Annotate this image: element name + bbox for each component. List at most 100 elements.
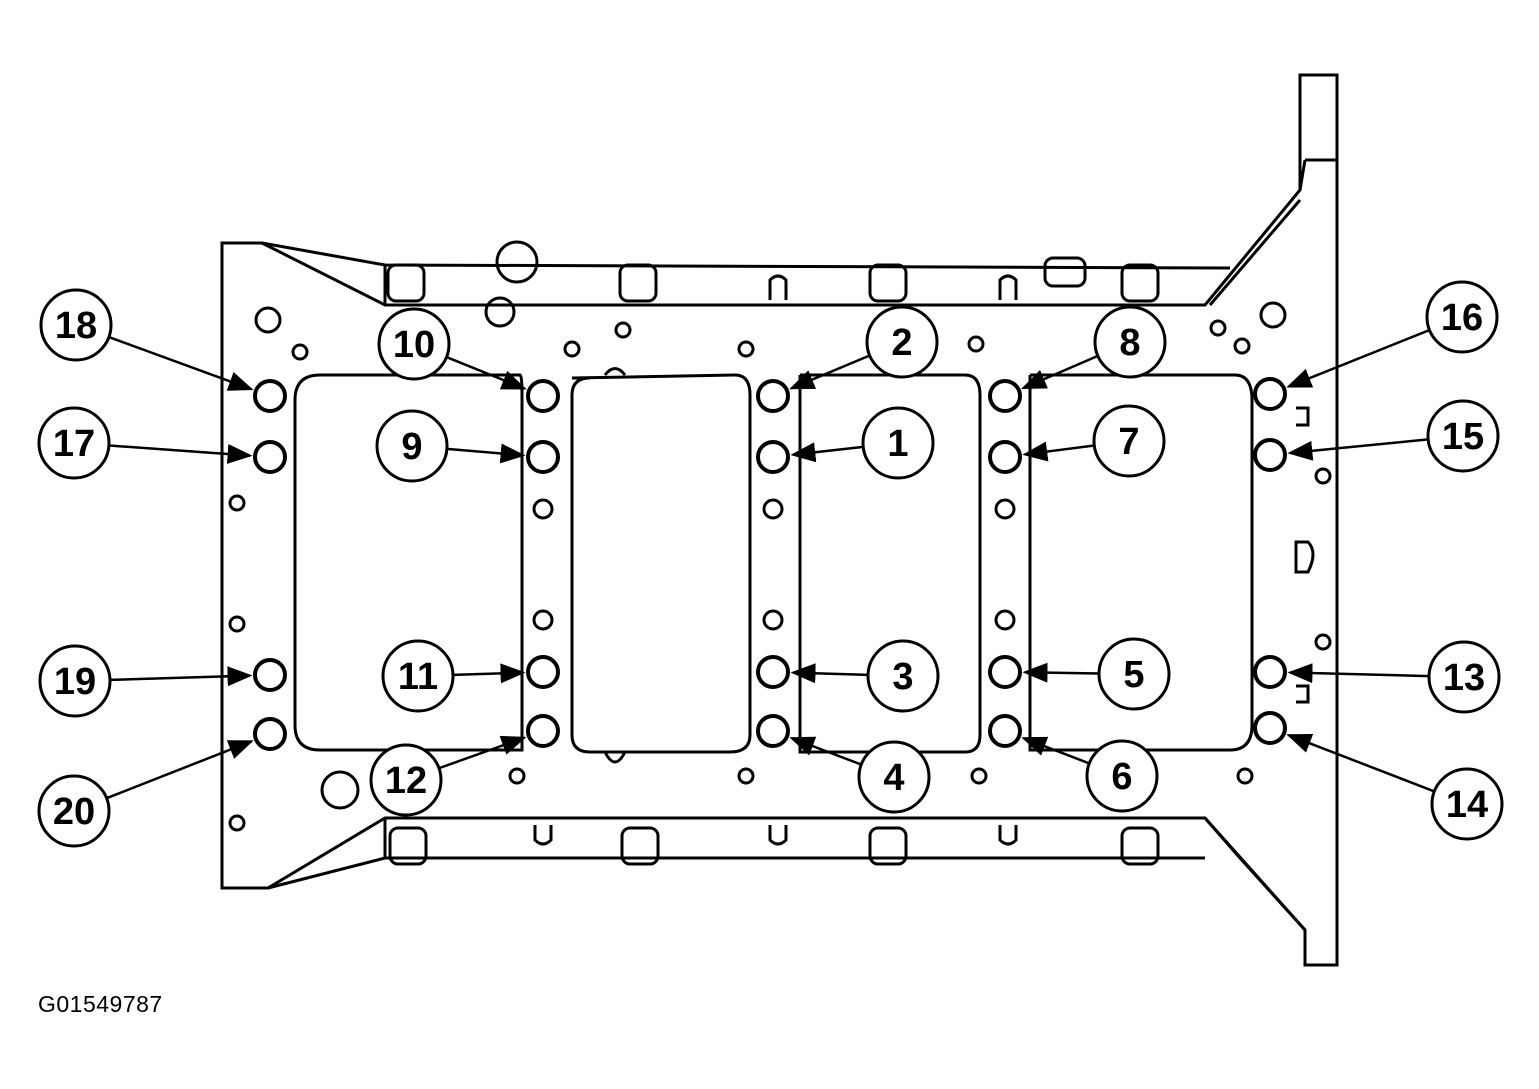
callout-17: 17 xyxy=(37,406,111,480)
callout-19: 19 xyxy=(38,644,112,718)
callout-15: 15 xyxy=(1426,399,1500,473)
bolt-5 xyxy=(988,655,1022,689)
small-holes xyxy=(228,301,1332,832)
bolt-9 xyxy=(526,440,560,474)
callout-arrow-13 xyxy=(1287,663,1430,684)
callout-12: 12 xyxy=(369,743,443,817)
callout-number: 19 xyxy=(54,661,96,703)
callout-arrow-8 xyxy=(1021,354,1099,390)
callout-number: 9 xyxy=(401,426,422,468)
callout-number: 6 xyxy=(1111,756,1132,798)
lower-crankcase-outline xyxy=(220,73,1339,967)
callout-circle xyxy=(1085,739,1159,813)
callout-9: 9 xyxy=(375,409,449,483)
callout-number: 17 xyxy=(53,423,95,465)
callout-circle xyxy=(381,639,455,713)
callout-arrow-9 xyxy=(446,443,526,464)
callout-8: 8 xyxy=(1093,305,1167,379)
bolt-8 xyxy=(988,379,1022,413)
callout-arrow-16 xyxy=(1286,328,1430,388)
callout-number: 18 xyxy=(55,305,97,347)
callout-arrow-5 xyxy=(1022,662,1100,683)
main-bearing-bolts xyxy=(253,377,1287,751)
callout-circle xyxy=(1427,640,1501,714)
callout-3: 3 xyxy=(866,639,940,713)
bolt-1 xyxy=(756,440,790,474)
callout-arrow-3 xyxy=(790,663,869,684)
callout-circle xyxy=(37,406,111,480)
callout-circle xyxy=(1092,404,1166,478)
bolt-4 xyxy=(756,714,790,748)
callout-circle xyxy=(1097,637,1171,711)
callout-arrow-19 xyxy=(109,666,253,687)
bolt-7 xyxy=(988,440,1022,474)
callout-arrow-18 xyxy=(108,335,254,391)
callout-2: 2 xyxy=(865,305,939,379)
callout-number: 1 xyxy=(887,423,908,465)
callout-number: 7 xyxy=(1118,421,1139,463)
callout-6: 6 xyxy=(1085,739,1159,813)
bolt-2 xyxy=(756,379,790,413)
callout-arrow-1 xyxy=(790,442,864,463)
callout-circle xyxy=(857,740,931,814)
bolt-bosses xyxy=(386,240,1315,866)
callout-circle xyxy=(375,409,449,483)
bolt-15 xyxy=(1253,438,1287,472)
callout-18: 18 xyxy=(39,288,113,362)
bolt-3 xyxy=(756,655,790,689)
callout-arrow-2 xyxy=(789,354,871,390)
bolt-17 xyxy=(253,440,287,474)
callout-arrow-15 xyxy=(1287,438,1429,461)
callout-number: 14 xyxy=(1446,784,1488,826)
bolt-18 xyxy=(253,379,287,413)
bolt-20 xyxy=(253,717,287,751)
callout-13: 13 xyxy=(1427,640,1501,714)
callout-1: 1 xyxy=(861,406,935,480)
callout-arrow-14 xyxy=(1286,733,1435,793)
callout-number: 10 xyxy=(393,324,435,366)
callout-arrows xyxy=(106,328,1435,800)
callout-circle xyxy=(37,774,111,848)
callout-number: 5 xyxy=(1123,654,1144,696)
callout-circle xyxy=(377,307,451,381)
callout-number: 2 xyxy=(891,322,912,364)
callout-14: 14 xyxy=(1430,767,1504,841)
callout-arrow-11 xyxy=(452,663,526,684)
bolt-14 xyxy=(1253,711,1287,745)
bolt-19 xyxy=(253,658,287,692)
callout-circle xyxy=(866,639,940,713)
callout-number: 11 xyxy=(398,656,438,698)
callout-arrow-6 xyxy=(1021,736,1090,765)
callout-20: 20 xyxy=(37,774,111,848)
callout-number: 13 xyxy=(1443,657,1485,699)
figure-id-label: G01549787 xyxy=(38,991,163,1017)
callout-circle xyxy=(861,406,935,480)
callout-number: 16 xyxy=(1441,297,1483,339)
callout-arrow-4 xyxy=(789,736,862,766)
callout-5: 5 xyxy=(1097,637,1171,711)
callout-circle xyxy=(38,644,112,718)
callout-arrow-20 xyxy=(106,740,254,800)
callout-circle xyxy=(1426,399,1500,473)
callout-circle xyxy=(369,743,443,817)
callout-number: 20 xyxy=(53,791,95,833)
callout-number: 15 xyxy=(1442,416,1484,458)
callout-circle xyxy=(1425,280,1499,354)
callout-number: 12 xyxy=(385,760,427,802)
callout-number: 3 xyxy=(892,656,913,698)
bolt-13 xyxy=(1253,655,1287,689)
callout-number: 8 xyxy=(1119,322,1140,364)
callout-arrow-17 xyxy=(108,443,253,464)
bolt-11 xyxy=(526,655,560,689)
callout-11: 11 xyxy=(381,639,455,713)
callout-circle xyxy=(1430,767,1504,841)
callout-10: 10 xyxy=(377,307,451,381)
bolt-12 xyxy=(526,714,560,748)
bolt-16 xyxy=(1253,377,1287,411)
callout-circle xyxy=(865,305,939,379)
callout-7: 7 xyxy=(1092,404,1166,478)
bolt-6 xyxy=(988,714,1022,748)
callout-circle xyxy=(39,288,113,362)
